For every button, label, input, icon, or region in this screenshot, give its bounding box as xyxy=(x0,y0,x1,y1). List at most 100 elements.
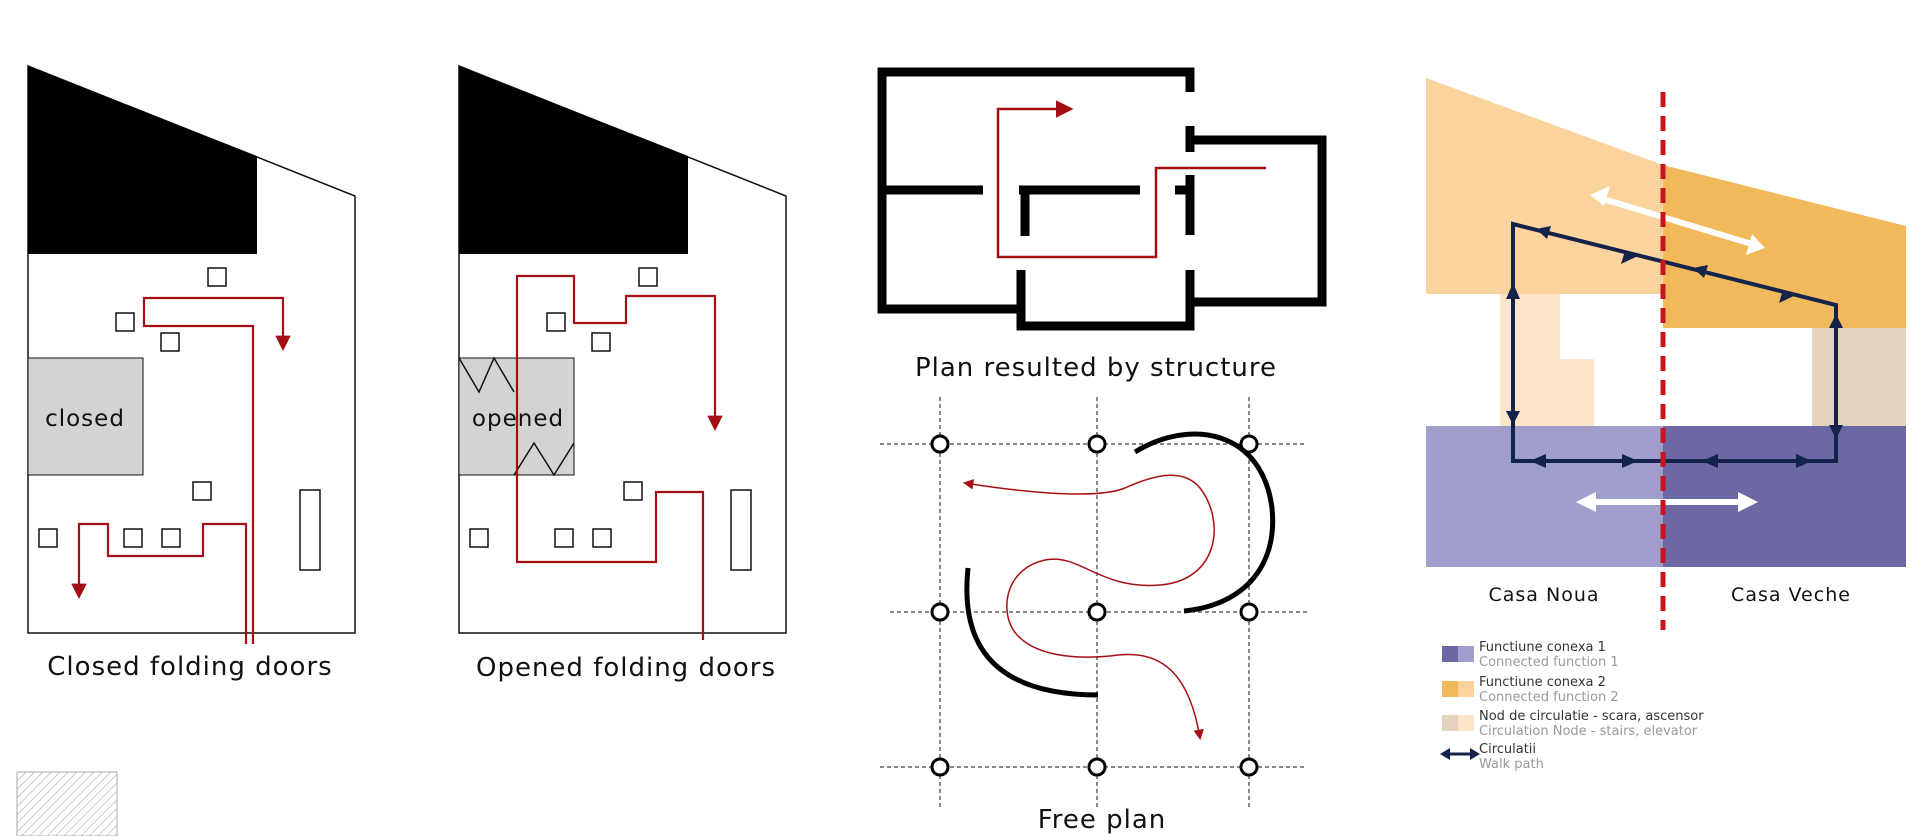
column xyxy=(115,312,135,332)
closed-roof-block xyxy=(28,66,257,254)
folding-door-zigzag-top xyxy=(458,356,515,394)
closed-walk-path-lower xyxy=(71,522,248,644)
grid-column xyxy=(1239,434,1259,454)
structure-walls xyxy=(877,67,1327,331)
legend-subtitle: Connected function 2 xyxy=(1479,690,1619,705)
column xyxy=(554,528,574,548)
column xyxy=(160,332,180,352)
walk-path-arrowheads xyxy=(1506,226,1843,468)
grid-column xyxy=(1239,757,1259,777)
panel-closed-folding-doors: closed Closed folding doors xyxy=(27,64,356,682)
legend-title: Circulatii xyxy=(1479,742,1536,757)
curved-wall-left xyxy=(964,567,1099,698)
circulation-node-right xyxy=(1812,328,1906,426)
legend-swatch xyxy=(1458,646,1474,662)
navy-arrowhead xyxy=(1796,454,1812,468)
function-1-zone-new xyxy=(1426,426,1663,567)
column xyxy=(591,332,611,352)
white-arrowhead xyxy=(1590,186,1610,206)
navy-arrowhead xyxy=(1622,454,1638,468)
curved-wall-right xyxy=(1133,431,1276,614)
column xyxy=(546,312,566,332)
navy-arrowhead xyxy=(1621,251,1640,264)
panel-plan-by-structure: Plan resulted by structure xyxy=(877,67,1327,383)
function-1-zone-old xyxy=(1663,426,1906,567)
function-2-zone-old xyxy=(1663,165,1906,328)
panel-opened-folding-doors: opened Opened folding doors xyxy=(458,64,787,683)
opened-roof-block xyxy=(459,66,688,254)
legend-swatch xyxy=(1458,681,1474,697)
legend-swatch xyxy=(1442,681,1458,697)
grid-column xyxy=(930,602,950,622)
column xyxy=(192,481,212,501)
white-arrowhead xyxy=(1738,492,1758,512)
opened-columns xyxy=(469,267,752,571)
legend-subtitle: Connected function 1 xyxy=(1479,655,1619,670)
wall-element xyxy=(730,489,752,571)
closed-caption: Closed folding doors xyxy=(47,652,332,682)
panel-free-plan: Free plan xyxy=(880,397,1310,835)
column xyxy=(638,267,658,287)
free-plan-caption: Free plan xyxy=(1038,805,1167,835)
white-double-arrow-top xyxy=(1599,195,1756,248)
circulation-node-left-notch xyxy=(1560,294,1594,359)
closed-folding-door-box xyxy=(27,357,144,476)
grid-column xyxy=(1087,757,1107,777)
column xyxy=(623,481,643,501)
wall-element xyxy=(299,489,321,571)
column xyxy=(592,528,612,548)
legend-swatch xyxy=(1458,715,1474,731)
function-2-zone-new xyxy=(1426,78,1663,294)
legend-title: Functiune conexa 2 xyxy=(1479,675,1606,690)
legend-swatch xyxy=(1442,715,1458,731)
casa-noua-label: Casa Noua xyxy=(1488,584,1599,606)
legend-subtitle: Walk path xyxy=(1479,757,1544,772)
legend-swatch xyxy=(1442,646,1458,662)
folding-door-zigzag-bottom xyxy=(513,441,575,477)
double-arrow-icon xyxy=(1440,748,1480,760)
closed-box-label: closed xyxy=(45,406,125,432)
navy-arrowhead xyxy=(1702,454,1718,468)
navy-arrowhead xyxy=(1536,226,1551,239)
opened-caption: Opened folding doors xyxy=(476,653,776,683)
legend-title: Nod de circulatie - scara, ascensor xyxy=(1479,709,1704,724)
navy-arrowhead xyxy=(1506,283,1520,299)
grid-column xyxy=(1239,602,1259,622)
structure-walk-path xyxy=(996,100,1266,259)
grid-column xyxy=(1087,434,1107,454)
navy-arrowhead xyxy=(1530,454,1546,468)
closed-columns xyxy=(38,267,321,571)
column xyxy=(469,528,489,548)
structure-caption: Plan resulted by structure xyxy=(915,353,1277,383)
legend-item-circulation-node: Nod de circulatie - scara, ascensor Circ… xyxy=(1442,709,1704,739)
legend-item-function-1: Functiune conexa 1 Connected function 1 xyxy=(1442,640,1619,670)
column xyxy=(123,528,143,548)
walk-path-loop xyxy=(1511,221,1838,463)
wall xyxy=(877,67,1195,314)
navy-arrowhead xyxy=(1693,265,1708,278)
grid-column xyxy=(930,757,950,777)
white-arrowhead xyxy=(1576,492,1596,512)
column xyxy=(38,528,58,548)
casa-veche-label: Casa Veche xyxy=(1731,584,1851,606)
navy-arrowhead xyxy=(1779,290,1798,303)
navy-arrowhead xyxy=(1506,411,1520,425)
navy-arrowhead xyxy=(1829,314,1843,328)
free-walk-path xyxy=(962,474,1215,741)
hatch-swatch xyxy=(16,771,118,836)
navy-arrowhead xyxy=(1829,425,1843,439)
wall xyxy=(1016,270,1195,331)
panel-functions-diagram: Casa Noua Casa Veche Functiune conexa 1 … xyxy=(1426,78,1906,772)
column xyxy=(207,267,227,287)
column xyxy=(161,528,181,548)
grid-column xyxy=(1087,602,1107,622)
wall xyxy=(1186,135,1327,307)
grid-column xyxy=(930,434,950,454)
closed-walk-path-upper xyxy=(142,296,291,644)
legend-item-walk-path: Circulatii Walk path xyxy=(1440,742,1544,772)
white-arrowhead xyxy=(1746,234,1765,255)
legend-subtitle: Circulation Node - stairs, elevator xyxy=(1479,724,1698,739)
legend-item-function-2: Functiune conexa 2 Connected function 2 xyxy=(1442,675,1619,705)
legend-title: Functiune conexa 1 xyxy=(1479,640,1606,655)
legend: Functiune conexa 1 Connected function 1 … xyxy=(1440,640,1704,772)
